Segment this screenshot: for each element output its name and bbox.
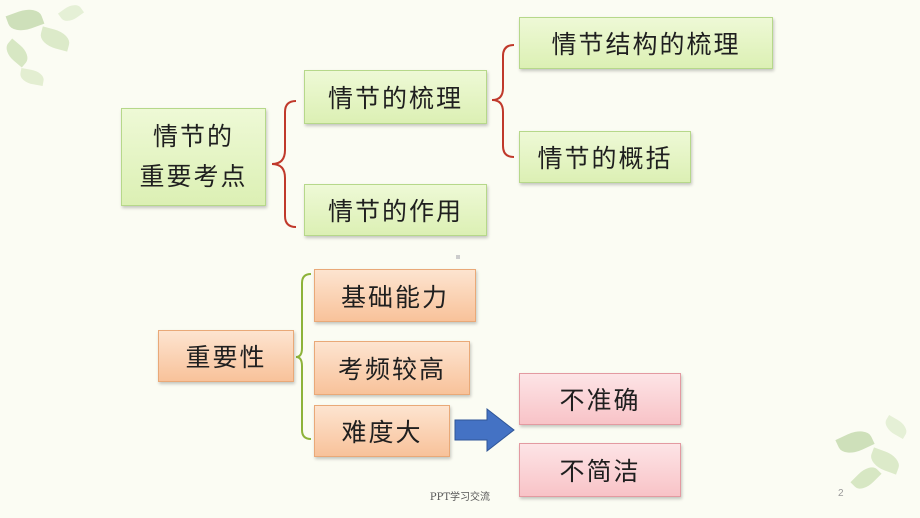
bracket-importance-to-items (295, 273, 312, 440)
page-number: 2 (838, 488, 844, 499)
root-key-points-box: 情节的 重要考点 (121, 108, 266, 206)
root-key-points-line2: 重要考点 (139, 162, 248, 191)
high-frequency-box: 考频较高 (314, 341, 470, 395)
leaf-plot-structure-box: 情节结构的梳理 (519, 17, 773, 69)
arrow-right-icon (454, 407, 515, 453)
leaf-plot-summary-box: 情节的概括 (519, 131, 691, 183)
importance-box: 重要性 (158, 330, 294, 382)
not-concise-box: 不简洁 (519, 443, 681, 497)
footer-text: PPT学习交流 (429, 492, 491, 503)
basic-ability-box: 基础能力 (314, 269, 476, 322)
branch-plot-sorting-box: 情节的梳理 (304, 70, 487, 124)
center-dot (456, 255, 460, 259)
bracket-root-to-branches (271, 100, 297, 228)
root-key-points-line1: 情节的 (152, 122, 234, 151)
bracket-branch-to-leaves (491, 44, 515, 158)
branch-plot-role-box: 情节的作用 (304, 184, 487, 236)
high-difficulty-box: 难度大 (314, 405, 450, 457)
inaccurate-box: 不准确 (519, 373, 681, 425)
